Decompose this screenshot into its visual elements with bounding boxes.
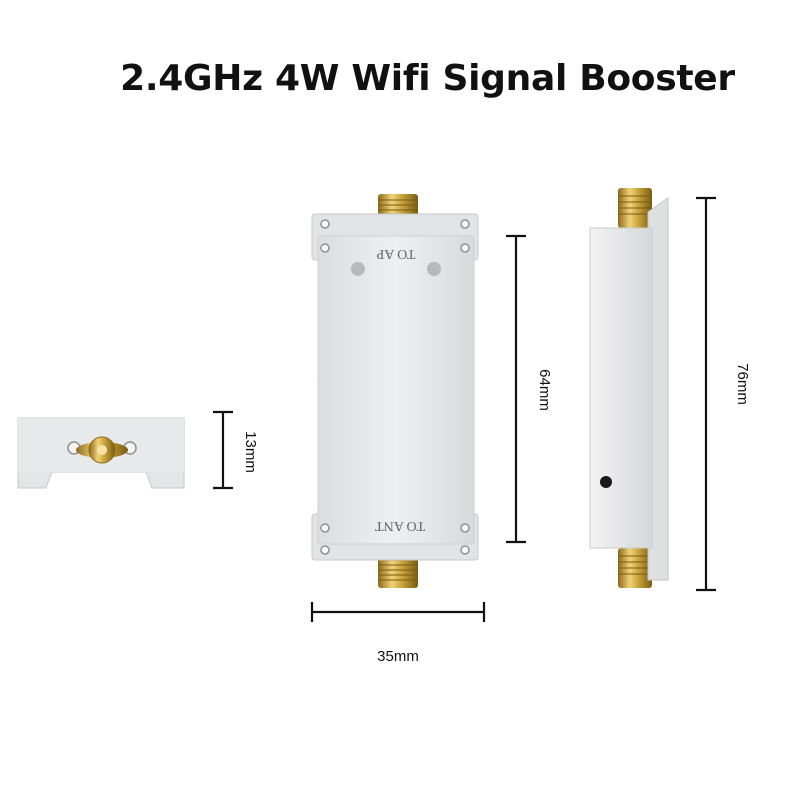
- dim-line-thickness: [213, 410, 233, 490]
- dim-label-height-total: 76mm: [734, 363, 751, 405]
- port-label-bottom: TO ANT: [375, 518, 425, 533]
- dim-line-width: [310, 602, 486, 622]
- dim-label-width: 35mm: [377, 648, 419, 665]
- dim-label-thickness: 13mm: [242, 431, 259, 473]
- dim-label-height-body: 64mm: [536, 369, 553, 411]
- dim-line-height-body: [506, 234, 526, 544]
- end-view: [17, 417, 185, 489]
- product-title: 2.4GHz 4W Wifi Signal Booster: [120, 58, 735, 99]
- led-dot-right: [427, 262, 441, 276]
- port-label-top: TO AP: [376, 246, 415, 261]
- power-jack: [600, 476, 612, 488]
- housing-body: [317, 235, 475, 545]
- screw-holes: [320, 219, 470, 555]
- dim-line-height-total: [696, 196, 716, 592]
- side-view: [589, 188, 669, 588]
- front-view: TO AP TO ANT: [311, 194, 479, 588]
- led-dot-left: [351, 262, 365, 276]
- side-housing: [589, 227, 653, 549]
